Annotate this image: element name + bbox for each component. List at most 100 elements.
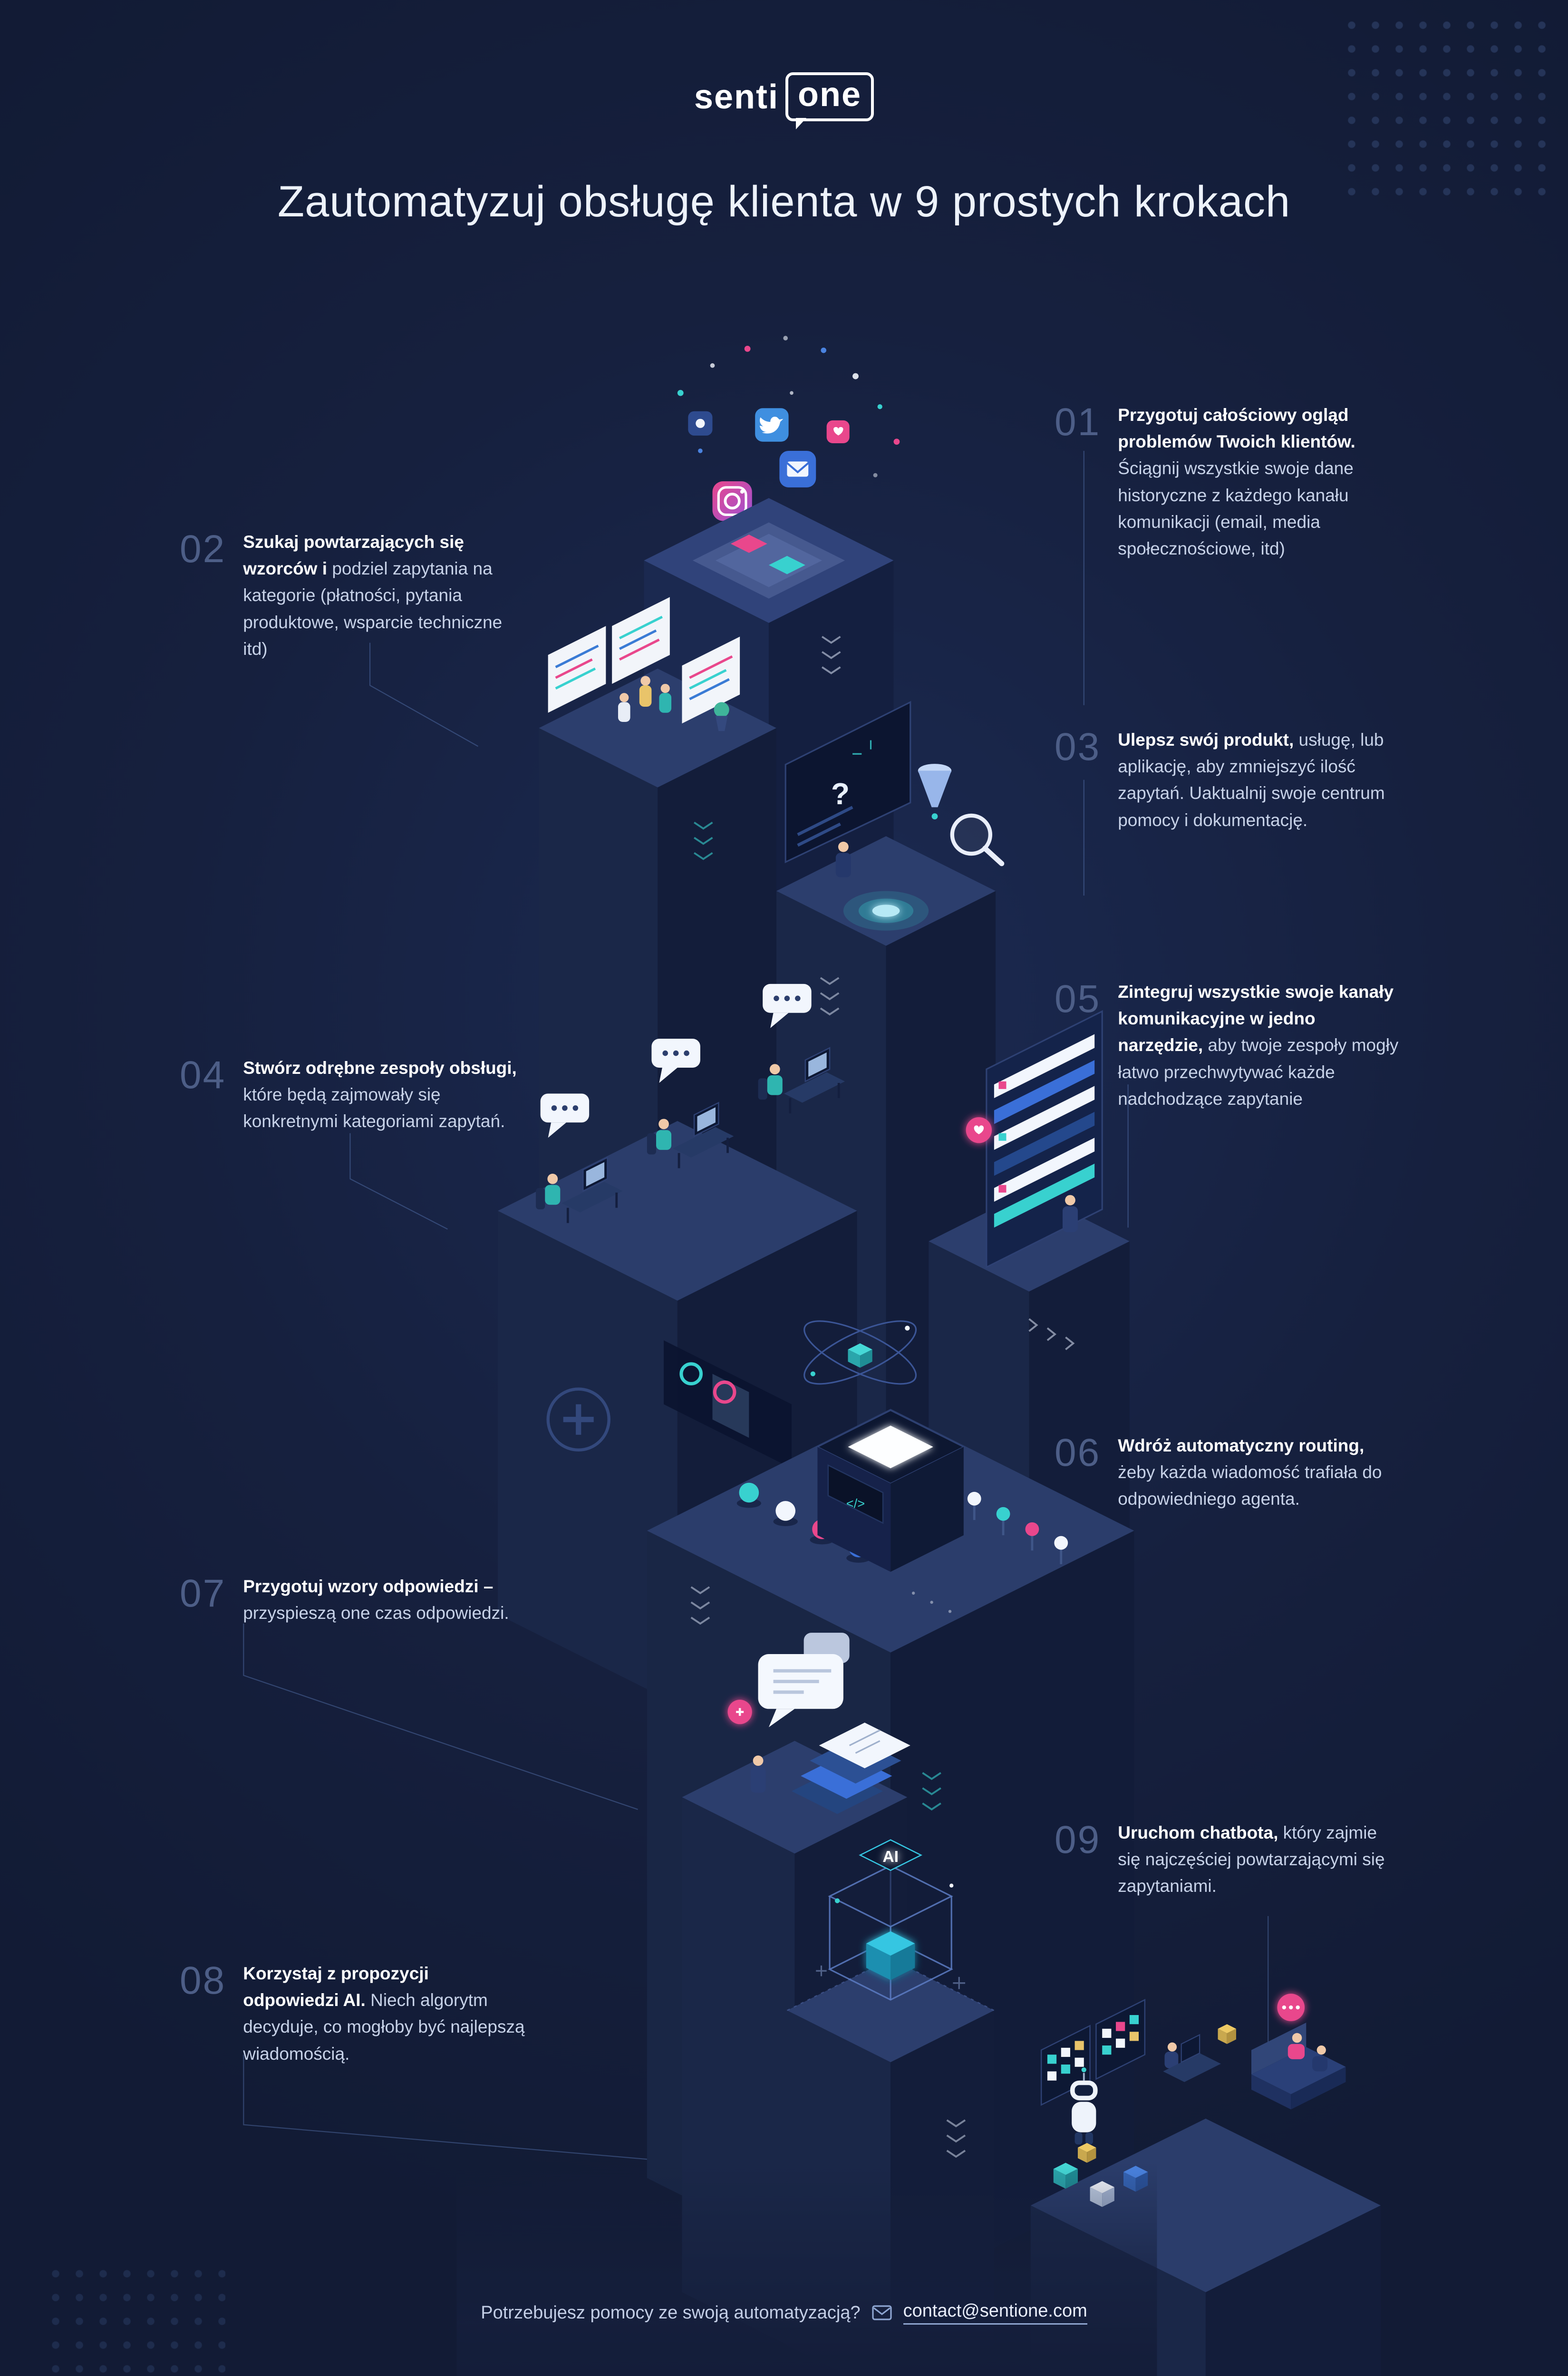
plant [714,702,729,731]
step-text-bold: Stwórz odrębne zespoły obsługi, [243,1058,517,1078]
footer-question: Potrzebujesz pomocy ze swoją automatyzac… [481,2302,861,2323]
dotted-trail [821,636,841,674]
step-number: 03 [1055,725,1101,769]
step-text: Przygotuj całościowy ogląd problemów Two… [1118,402,1402,562]
dotted-trail [946,2119,966,2158]
gauge-icon [679,1362,703,1386]
step-04: 04 Stwórz odrębne zespoły obsługi, które … [180,1053,527,1135]
code-glyph: </> [846,1496,865,1511]
chat-badge-icon [1277,1994,1305,2021]
dotted-trail [1028,1318,1075,1350]
logo: senti one [0,72,1568,130]
step-text: Wdróż automatyczny routing, żeby każda wi… [1118,1432,1402,1513]
ai-label: AI [882,1848,899,1866]
step-text-rest: które będą zajmowały się konkretnymi kat… [243,1085,505,1131]
chart-board [548,626,606,713]
step-text-rest: żeby każda wiadomość trafiała do odpowie… [1118,1462,1382,1509]
plus-badge-icon [727,1700,752,1724]
question-mark-glyph: ? [831,777,850,811]
question-screen: ? [784,701,911,864]
person [1062,1195,1078,1232]
step-number: 08 [180,1959,226,2002]
step-03: 03 Ulepsz swój produkt,usługę, lub aplik… [1055,725,1402,834]
person [618,693,630,722]
logo-bubble: one [785,72,874,130]
processor-cube: </> [816,1410,965,1572]
step-text-bold: Wdróż automatyczny routing, [1118,1436,1365,1455]
step-text-bold: Szukaj powtarzających się wzorców i [243,532,464,579]
chart-board [612,597,670,684]
step-01: 01 Przygotuj całościowy ogląd problemów … [1055,400,1402,562]
magnifier-icon [950,813,1005,867]
support-desk [536,1093,623,1223]
generic-app-icon [688,411,713,436]
speech-bubble-icon [758,1633,850,1727]
step-text-rest: aby twoje zespoły mogły łatwo przechwyty… [1118,1035,1399,1109]
step-09: 09 Uruchom chatbota,który zajmie się naj… [1055,1818,1402,1900]
page-title: Zautomatyzuj obsługę klienta w 9 prostyc… [277,177,1291,226]
step-07: 07 Przygotuj wzory odpowiedzi –przyspies… [180,1573,527,1626]
step-text: Uruchom chatbota,który zajmie się najczę… [1118,1820,1402,1900]
step-text-rest: Niech algorytm decyduje, co mogłoby być … [243,1990,525,2064]
robot-icon [1070,2067,1098,2145]
step-text: Zintegruj wszystkie swoje kanały komunik… [1118,979,1402,1112]
logo-text-senti: senti [694,78,779,116]
step-text-rest: podziel zapytania na kategorie (płatnośc… [243,559,503,659]
chart-board [682,636,740,724]
atom-icon [803,1320,917,1385]
decor-dot-grid-top-right [1340,13,1548,200]
floating-social-icons [677,336,900,521]
dotted-trail [694,821,713,860]
dotted-trail [690,1586,710,1625]
step-text-bold: Korzystaj z propozycji odpowiedzi AI. [243,1964,429,2010]
step-number: 01 [1055,400,1101,444]
mixer-knobs [911,1491,1068,1613]
glow-portal [843,891,929,931]
step-number: 06 [1055,1431,1101,1474]
mail-icon [872,2305,892,2320]
step-text-rest: który zajmie się najczęściej powtarzając… [1118,1823,1385,1896]
dotted-trail [820,977,840,1016]
step-text-rest: Ściągnij wszystkie swoje dane historyczn… [1118,458,1354,559]
plus-emblem-icon [546,1387,610,1452]
person [835,841,851,877]
gauge-icon [713,1380,736,1404]
twitter-icon [755,408,789,442]
step-number: 07 [180,1572,226,1615]
decor-dot-grid-bottom-left [44,2262,225,2375]
contact-email-link[interactable]: contact@sentione.com [903,2301,1087,2325]
heart-badge-icon [966,1117,992,1143]
step-text: Przygotuj wzory odpowiedzi –przyspieszą … [243,1573,527,1626]
footer: Potrzebujesz pomocy ze swoją automatyzac… [0,2301,1568,2325]
couch [1251,2023,1346,2110]
ai-label-plate: AI [859,1839,923,1871]
app-board [1095,1998,1146,2080]
step-text-bold: Przygotuj całościowy ogląd problemów Two… [1118,405,1355,452]
person [750,1755,766,1793]
dotted-trail [922,1772,941,1811]
person [639,676,652,707]
step-text-bold: Zintegruj wszystkie swoje kanały komunik… [1118,982,1394,1055]
funnel-icon [918,764,952,819]
step-06: 06 Wdróż automatyczny routing, żeby każda… [1055,1432,1402,1513]
heart-icon [826,420,850,443]
ai-core [866,1931,915,1980]
step-text-bold: Uruchom chatbota, [1118,1823,1278,1842]
step-text: Korzystaj z propozycji odpowiedzi AI.Nie… [243,1960,527,2067]
step-text: Ulepsz swój produkt,usługę, lub aplikacj… [1118,727,1402,834]
step-number: 04 [180,1053,226,1097]
step-text-rest: przyspieszą one czas odpowiedzi. [243,1603,509,1623]
bottom-fade [456,2162,1157,2376]
email-icon [779,450,816,487]
step-text: Stwórz odrębne zespoły obsługi, które będ… [243,1055,527,1135]
logo-bubble-tail [796,118,807,130]
instagram-icon [712,481,752,521]
step-number: 09 [1055,1818,1101,1861]
logo-text-one: one [798,76,862,114]
step-08: 08 Korzystaj z propozycji odpowiedzi AI.… [180,1960,527,2067]
template-card-stack [792,1723,910,1814]
step-number: 05 [1055,977,1101,1021]
